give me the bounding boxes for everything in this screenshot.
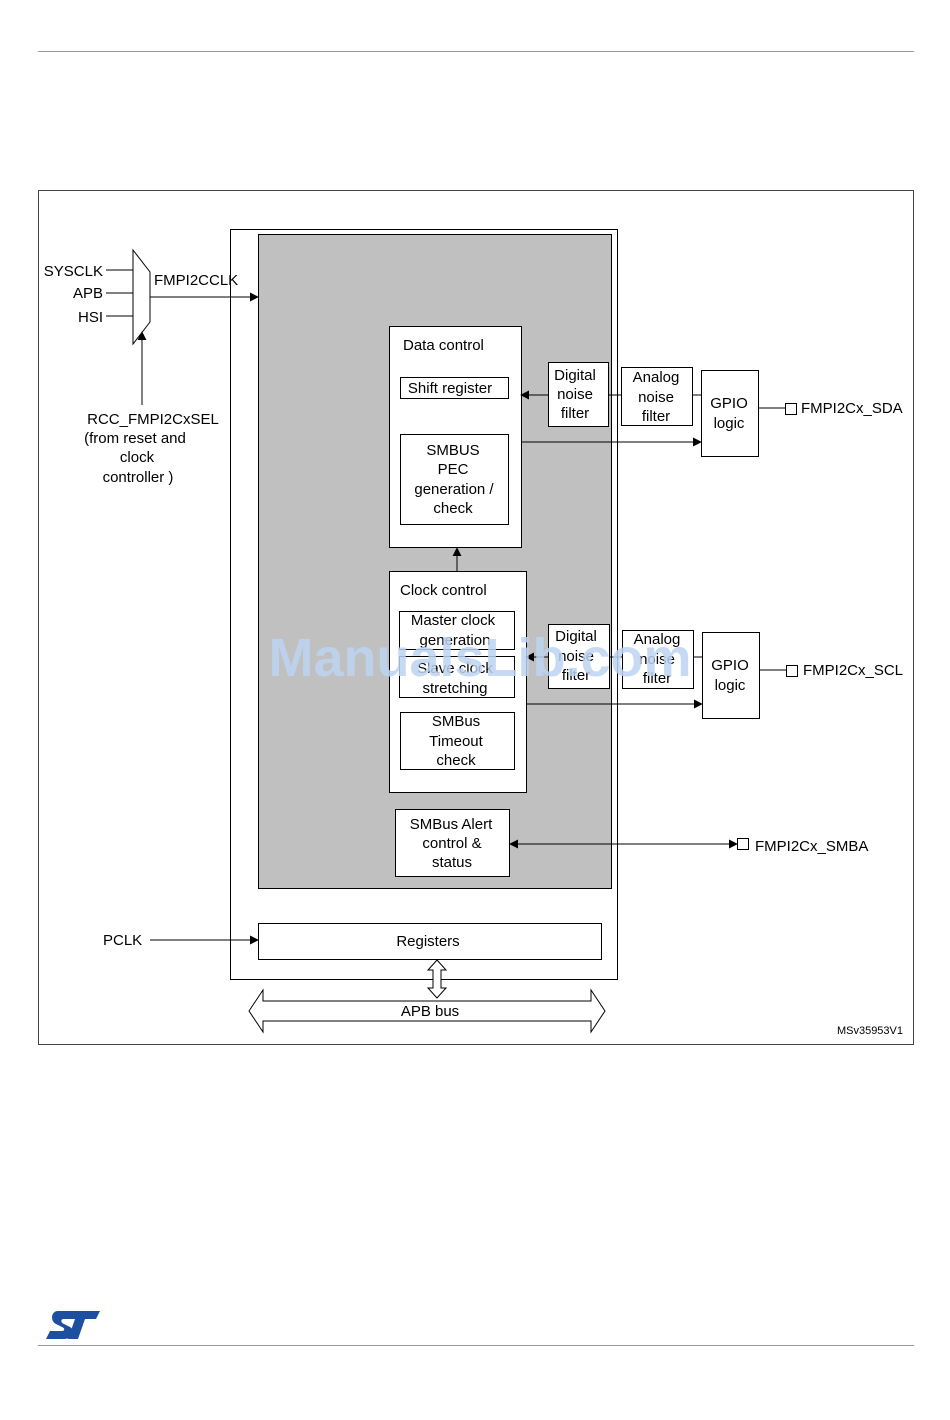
- clock-mux: [106, 248, 259, 405]
- smba-pin: [737, 838, 749, 850]
- scl-digital-label-2: noise: [558, 648, 594, 665]
- scl-analog-label-2: noise: [639, 651, 675, 668]
- sda-analog-label-3: filter: [642, 408, 670, 425]
- smbus-alert-label-1: SMBus Alert: [410, 816, 493, 833]
- slave-clock-label-1: Slave clock: [417, 660, 493, 677]
- sda-gpio-label-1: GPIO: [710, 395, 748, 412]
- scl-digital-filter-box: [548, 624, 610, 689]
- scl-pin: [786, 665, 798, 677]
- smbus-timeout-label-2: Timeout: [429, 733, 483, 750]
- smbus-timeout-box: [400, 712, 515, 770]
- scl-gpio-box: [702, 632, 760, 719]
- rcc-sel-label: RCC_FMPI2CxSEL: [87, 411, 219, 428]
- shift-register-label: Shift register: [408, 380, 492, 397]
- registers-box: [258, 923, 602, 960]
- clock-control-title: Clock control: [400, 582, 487, 599]
- sda-gpio-label-2: logic: [714, 415, 745, 432]
- scl-gpio-label-1: GPIO: [711, 657, 749, 674]
- sda-pin-label: FMPI2Cx_SDA: [801, 400, 903, 417]
- apb-bus-label: APB bus: [401, 1003, 459, 1020]
- smbus-pec-box: [400, 434, 509, 525]
- smbus-timeout-label-1: SMBus: [432, 713, 480, 730]
- st-logo-icon: [46, 1311, 100, 1339]
- smbus-alert-label-3: status: [432, 854, 472, 871]
- shift-register-box: [400, 377, 509, 399]
- rcc-sel-label-4: controller ): [103, 469, 174, 486]
- apb-label: APB: [73, 285, 103, 302]
- header-rule: [38, 51, 914, 52]
- registers-bus-connector: [426, 959, 448, 999]
- sda-analog-label-1: Analog: [633, 369, 680, 386]
- rcc-sel-label-3: clock: [120, 449, 155, 466]
- smbus-pec-label-3: generation /: [414, 481, 494, 498]
- scl-analog-filter-box: [622, 630, 694, 689]
- watermark: ManualsLib.com: [268, 628, 691, 688]
- sda-digital-label-2: noise: [557, 386, 593, 403]
- sda-pin: [785, 403, 797, 415]
- sda-digital-label-1: Digital: [554, 367, 596, 384]
- smbus-pec-label-2: PEC: [438, 461, 469, 478]
- sysclk-label: SYSCLK: [44, 263, 103, 280]
- footer-rule: [38, 1345, 914, 1346]
- smbus-alert-label-2: control &: [422, 835, 481, 852]
- master-clock-box: [399, 611, 515, 650]
- smba-pin-label: FMPI2Cx_SMBA: [755, 838, 868, 855]
- sda-gpio-box: [701, 370, 759, 457]
- slave-clock-label-2: stretching: [422, 680, 487, 697]
- sda-digital-filter-box: [548, 362, 609, 427]
- fmpi2cclk-label: FMPI2CCLK: [154, 272, 238, 289]
- hsi-label: HSI: [78, 309, 103, 326]
- scl-analog-label-3: filter: [643, 670, 671, 687]
- sda-analog-label-2: noise: [638, 389, 674, 406]
- master-clock-label-2: generation: [420, 632, 491, 649]
- smbus-alert-box: [395, 809, 510, 877]
- rcc-sel-label-2: (from reset and: [84, 430, 186, 447]
- scl-digital-label-3: filter: [562, 667, 590, 684]
- master-clock-label-1: Master clock: [411, 612, 496, 629]
- data-control-title: Data control: [403, 337, 484, 354]
- figure-id: MSv35953V1: [837, 1025, 903, 1037]
- apb-bus: [248, 988, 606, 1034]
- scl-gpio-label-2: logic: [715, 677, 746, 694]
- registers-label: Registers: [396, 933, 459, 950]
- smbus-pec-label-1: SMBUS: [426, 442, 479, 459]
- sda-analog-filter-box: [621, 367, 693, 426]
- scl-analog-label-1: Analog: [634, 631, 681, 648]
- scl-pin-label: FMPI2Cx_SCL: [803, 662, 903, 679]
- sda-digital-label-3: filter: [561, 405, 589, 422]
- scl-digital-label-1: Digital: [555, 628, 597, 645]
- smbus-pec-label-4: check: [433, 500, 473, 517]
- pclk-label: PCLK: [103, 932, 142, 949]
- slave-clock-box: [399, 656, 515, 698]
- figure-frame: [38, 190, 914, 1045]
- smbus-timeout-label-3: check: [436, 752, 476, 769]
